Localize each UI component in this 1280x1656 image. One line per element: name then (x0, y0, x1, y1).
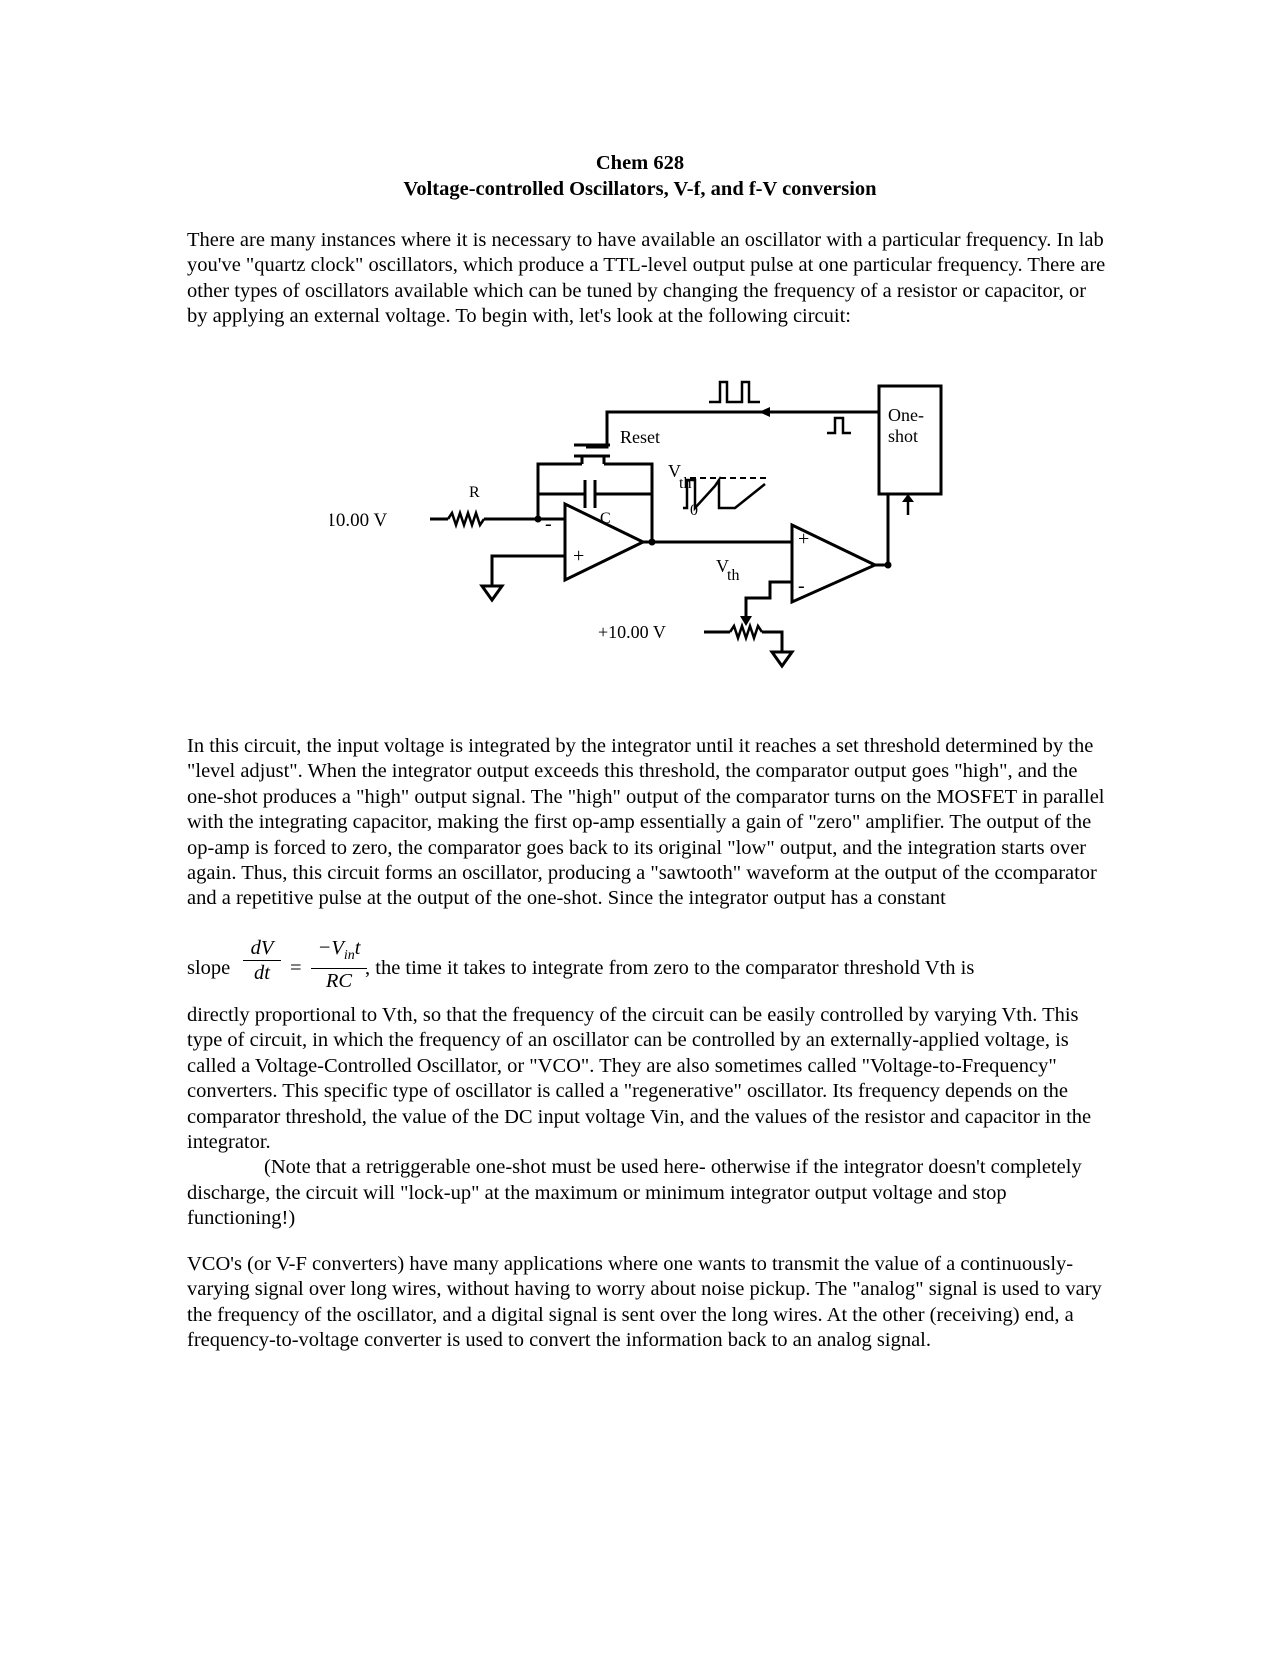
slope-equation-line: slope dV dt = −Vint RC , the time it tak… (187, 936, 1107, 1002)
lhs-fraction: dV dt (243, 936, 281, 985)
opamp1-minus-sign: - (545, 513, 552, 535)
note-paragraph: (Note that a retriggerable one-shot must… (187, 1156, 1082, 1230)
rhs-numerator: −Vint (311, 936, 367, 970)
capacitor-label: C (600, 510, 611, 527)
lhs-denominator: dt (254, 962, 270, 984)
applications-paragraph: VCO's (or V-F converters) have many appl… (187, 1253, 1102, 1352)
zero-label: 0 (690, 502, 698, 519)
document-title: Voltage-controlled Oscillators, V-f, and… (403, 178, 877, 200)
opamp1-plus-sign: + (573, 545, 584, 567)
oneshot-label-line2: shot (888, 426, 918, 446)
lhs-numerator: dV (243, 936, 281, 961)
rhs-fraction: −Vint RC (311, 936, 367, 993)
oneshot-label-line1: One- (888, 405, 924, 425)
course-title: Chem 628 (595, 152, 685, 174)
resistor-label: R (469, 484, 480, 501)
reference-voltage-label: +10.00 V (598, 622, 666, 642)
comparator-plus-sign: + (798, 528, 809, 550)
slope-sentence-rest: , the time it takes to integrate from ze… (365, 957, 975, 979)
reset-label: Reset (620, 427, 660, 447)
slope-word: slope (187, 957, 231, 979)
intro-paragraph: There are many instances where it is nec… (187, 229, 1106, 328)
input-voltage-label: -10.00 V (330, 510, 387, 531)
explanation-paragraph: In this circuit, the input voltage is in… (187, 735, 1105, 910)
vth-reference-label: Vth (716, 556, 739, 584)
equals-sign: = (290, 957, 302, 979)
rhs-denominator: RC (325, 970, 353, 993)
vco-circuit-diagram: - + + - -10.00 V R C Reset One- shot Vth… (330, 380, 943, 669)
continuation-paragraph: directly proportional to Vth, so that th… (187, 1004, 1092, 1230)
comparator-minus-sign: - (798, 575, 805, 597)
